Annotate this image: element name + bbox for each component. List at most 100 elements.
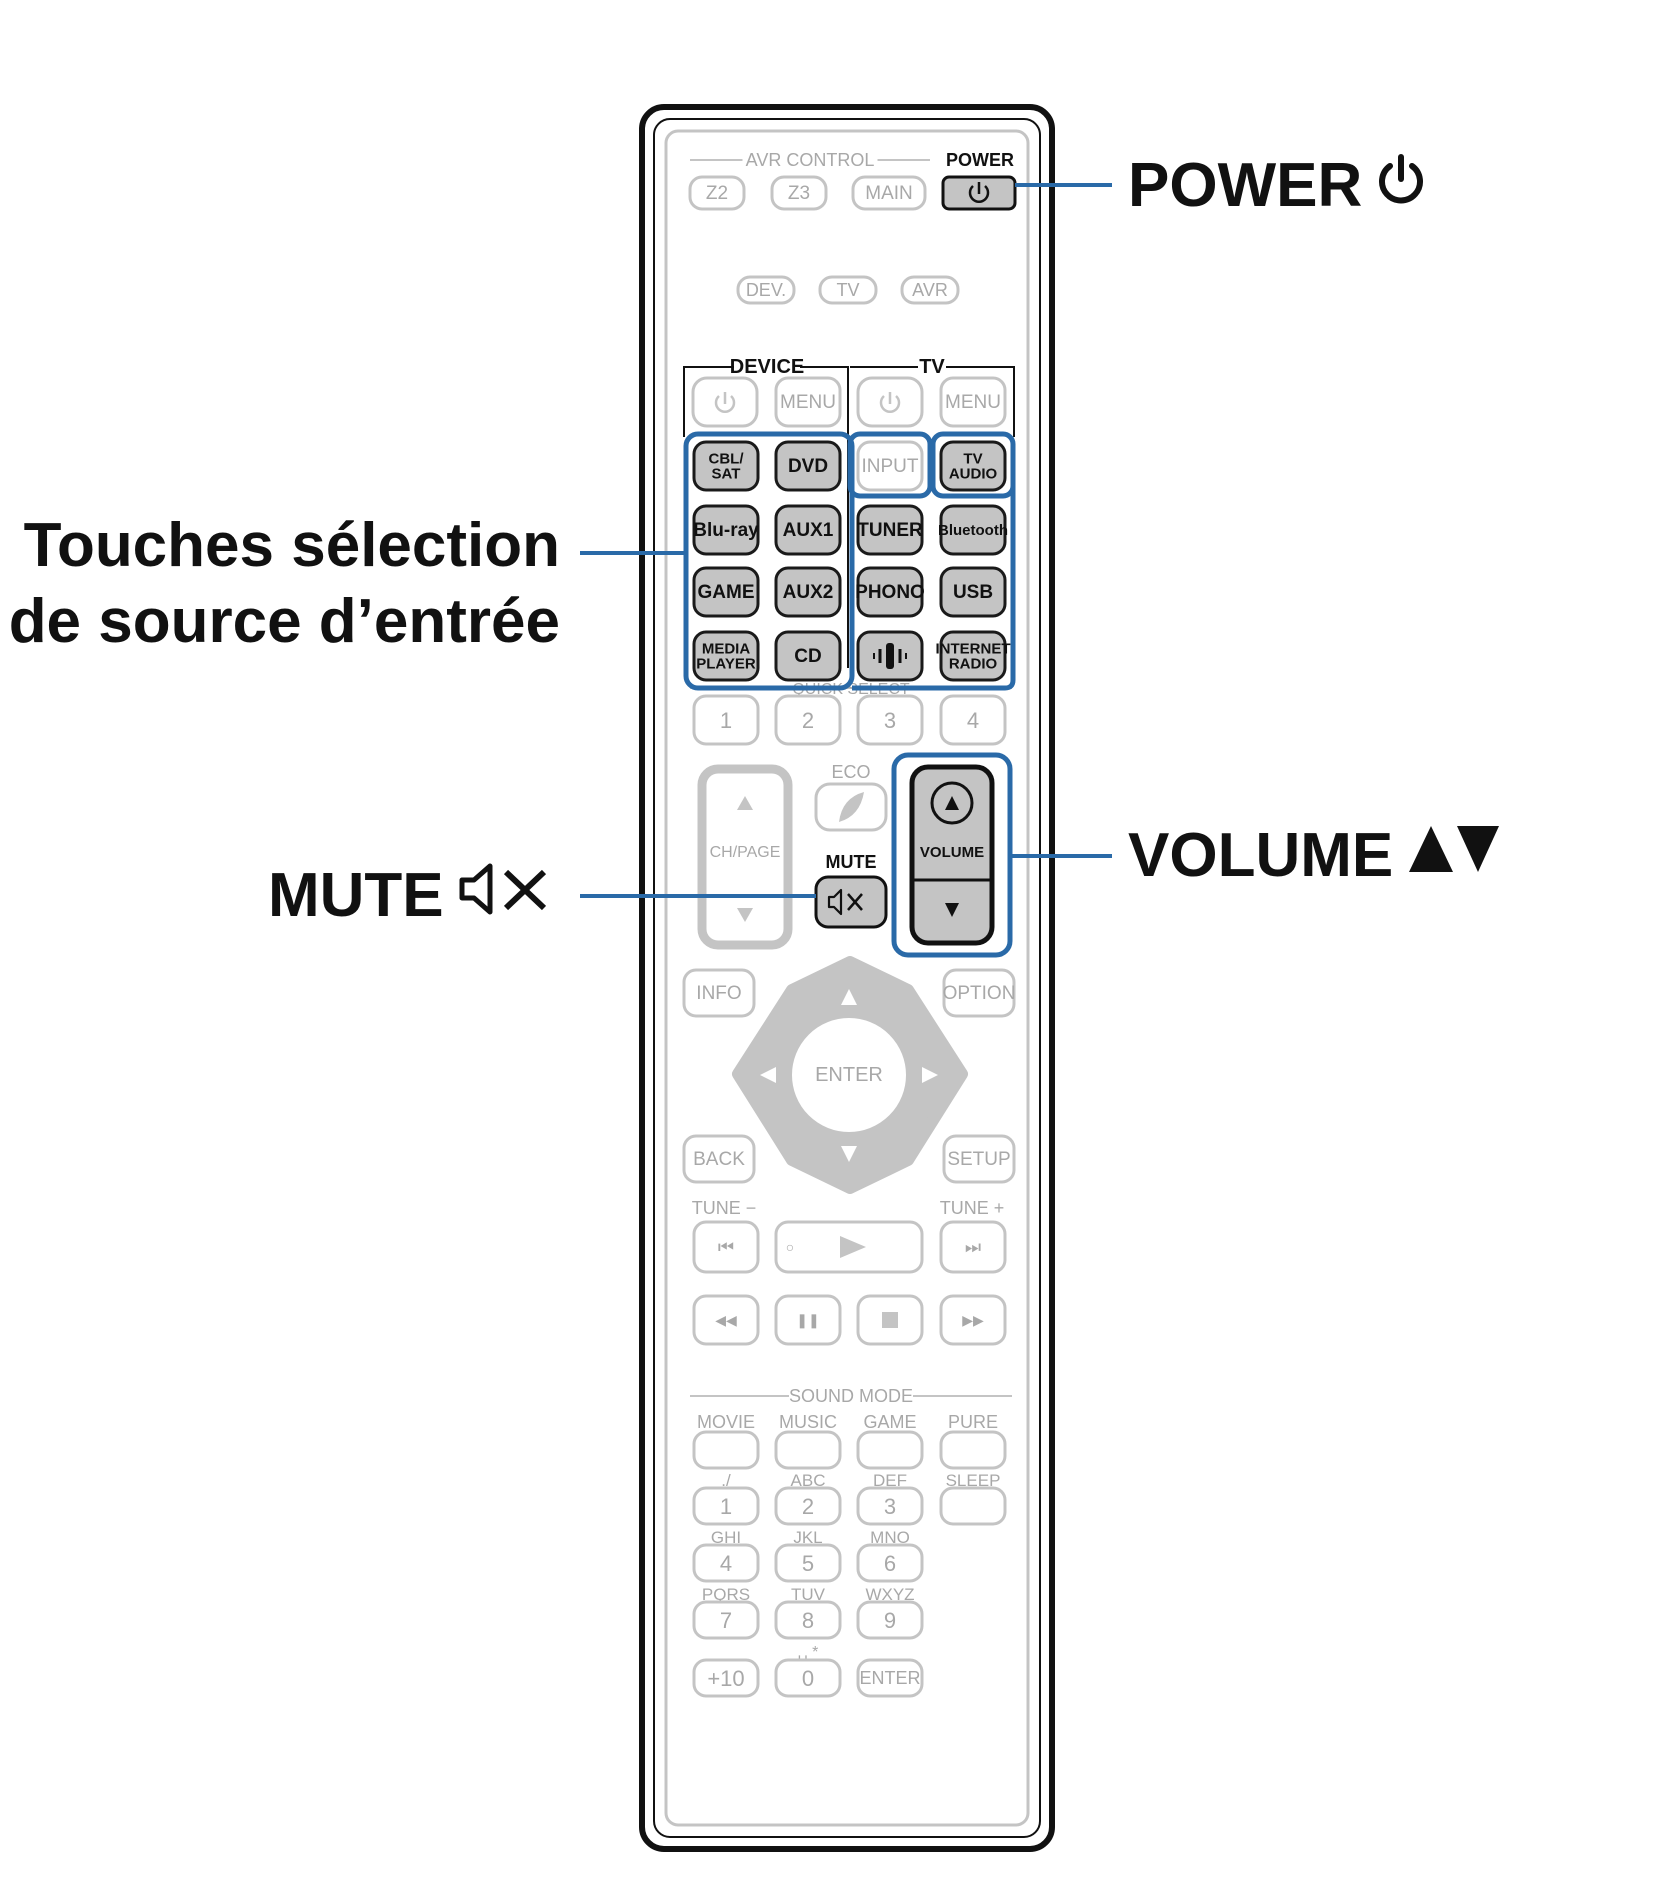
skip-back-button[interactable]: ⏮ (692, 1220, 760, 1274)
info-button[interactable]: INFO (682, 968, 756, 1018)
z2-key[interactable]: Z2 (688, 175, 746, 211)
keypad-key-4-label: 4 (720, 1551, 732, 1576)
sound-mode-caption-music: MUSIC (779, 1412, 837, 1432)
cbl-sat-key[interactable]: CBL/SAT (692, 440, 760, 492)
tv-power-button[interactable] (856, 376, 924, 428)
nav-right-icon (922, 1067, 938, 1083)
z3-key[interactable]: Z3 (770, 175, 828, 211)
keypad-key-1-shape (692, 1486, 760, 1526)
avr-mode-key[interactable]: AVR (900, 275, 960, 305)
keypad-key-1-label: 1 (720, 1494, 732, 1519)
main-key[interactable]: MAIN (851, 175, 927, 211)
sound-mode-caption-pure: PURE (948, 1412, 998, 1432)
fast-forward-icon: ▶▶ (962, 1312, 984, 1328)
power-button[interactable] (941, 175, 1017, 211)
game-key[interactable]: GAME (692, 566, 760, 618)
tuner-key-label: TUNER (857, 520, 923, 541)
nav-left-icon (760, 1067, 776, 1083)
tv-audio-key-shape (939, 440, 1007, 492)
play-button-shape (774, 1220, 924, 1274)
remote-body-inner (653, 118, 1041, 1838)
sound-mode-caption-movie: MOVIE (697, 1412, 755, 1432)
dev-mode-key[interactable]: DEV. (736, 275, 796, 305)
keypad-key-8[interactable]: 8 (774, 1600, 842, 1640)
phono-key[interactable]: PHONO (855, 566, 925, 618)
mute-button[interactable] (814, 875, 888, 929)
game-key-label: GAME (698, 582, 755, 603)
tv-input-key[interactable]: INPUT (856, 440, 924, 492)
keypad-bottom-enter[interactable]: ENTER (856, 1658, 924, 1698)
skip-back-icon: ⏮ (718, 1237, 734, 1257)
keypad-key-sleep-shape (939, 1486, 1007, 1526)
sound-mode-movie-button-shape (692, 1430, 760, 1470)
ch-up-icon (737, 796, 753, 810)
main-key-shape (851, 175, 927, 211)
device-menu-button[interactable]: MENU (774, 376, 842, 428)
keypad-key-4[interactable]: 4 (692, 1543, 760, 1583)
fast-forward-button[interactable]: ▶▶ (939, 1294, 1007, 1346)
device-power-button[interactable] (691, 376, 759, 428)
play-button[interactable]: ○ (774, 1220, 924, 1274)
bluetooth-key-label: Bluetooth (938, 522, 1008, 539)
sound-mode-pure-button-shape (939, 1430, 1007, 1470)
tuner-key[interactable]: TUNER (856, 504, 924, 556)
sound-mode-game-button[interactable] (856, 1430, 924, 1470)
tv-menu-button[interactable]: MENU (939, 376, 1007, 428)
keypad-key-3[interactable]: 3 (856, 1486, 924, 1526)
keypad-bottom-plus10[interactable]: +10 (692, 1658, 760, 1698)
pause-icon: ❚❚ (796, 1312, 819, 1329)
callout-volume: VOLUME (1128, 818, 1501, 894)
keypad-key-1[interactable]: 1 (692, 1486, 760, 1526)
keypad-key-2[interactable]: 2 (774, 1486, 842, 1526)
aux1-key[interactable]: AUX1 (774, 504, 842, 556)
keypad-key-9[interactable]: 9 (856, 1600, 924, 1640)
setup-button[interactable]: SETUP (942, 1134, 1016, 1184)
back-button[interactable]: BACK (682, 1134, 756, 1184)
tv-mode-key[interactable]: TV (818, 275, 878, 305)
ch-page-rocker[interactable]: CH/PAGE (697, 764, 793, 950)
record-dot-icon: ○ (786, 1239, 794, 1255)
quick-select-key-2[interactable]: 2 (774, 694, 842, 746)
navigation-pad[interactable]: ENTER (732, 956, 968, 1194)
keypad-key-7[interactable]: 7 (692, 1600, 760, 1640)
sound-mode-music-button[interactable] (774, 1430, 842, 1470)
leaf-icon (839, 792, 864, 822)
dvd-key[interactable]: DVD (774, 440, 842, 492)
usb-key[interactable]: USB (939, 566, 1007, 618)
skip-forward-button[interactable]: ⏭ (939, 1220, 1007, 1274)
sound-mode-pure-button[interactable] (939, 1430, 1007, 1470)
keypad-key-6[interactable]: 6 (856, 1543, 924, 1583)
rewind-button[interactable]: ◀◀ (692, 1294, 760, 1346)
eco-button[interactable] (814, 782, 888, 832)
tune-plus-caption: TUNE + (940, 1198, 1005, 1218)
quick-select-key-3[interactable]: 3 (856, 694, 924, 746)
callout-volume-label: VOLUME (1128, 821, 1394, 890)
power-key-caption: POWER (946, 150, 1014, 170)
quick-select-key-1[interactable]: 1 (692, 694, 760, 746)
keypad-key-8-shape (774, 1600, 842, 1640)
bluetooth-key[interactable]: Bluetooth (938, 504, 1008, 556)
info-button-label: INFO (696, 983, 741, 1004)
highlight-device-sources (683, 431, 855, 691)
stop-button[interactable] (856, 1294, 924, 1346)
keypad-key-sleep[interactable] (939, 1486, 1007, 1526)
highlight-tv-audio (930, 431, 1016, 499)
cd-key[interactable]: CD (774, 630, 842, 682)
keypad-key-2-shape (774, 1486, 842, 1526)
blu-ray-key[interactable]: Blu-ray (692, 504, 760, 556)
keypad-key-3-label: 3 (884, 1494, 896, 1519)
keypad-key-5-shape (774, 1543, 842, 1583)
keypad-letters-8: TUV (791, 1585, 826, 1604)
keypad-bottom-0[interactable]: 0 (774, 1658, 842, 1698)
keypad-key-5[interactable]: 5 (774, 1543, 842, 1583)
option-button[interactable]: OPTION (942, 968, 1016, 1018)
volume-rocker[interactable]: VOLUME (909, 764, 995, 946)
sound-mode-movie-button[interactable] (692, 1430, 760, 1470)
nav-down-icon (841, 1146, 857, 1162)
quick-select-key-4[interactable]: 4 (939, 694, 1007, 746)
pause-button[interactable]: ❚❚ (774, 1294, 842, 1346)
aux2-key[interactable]: AUX2 (774, 566, 842, 618)
